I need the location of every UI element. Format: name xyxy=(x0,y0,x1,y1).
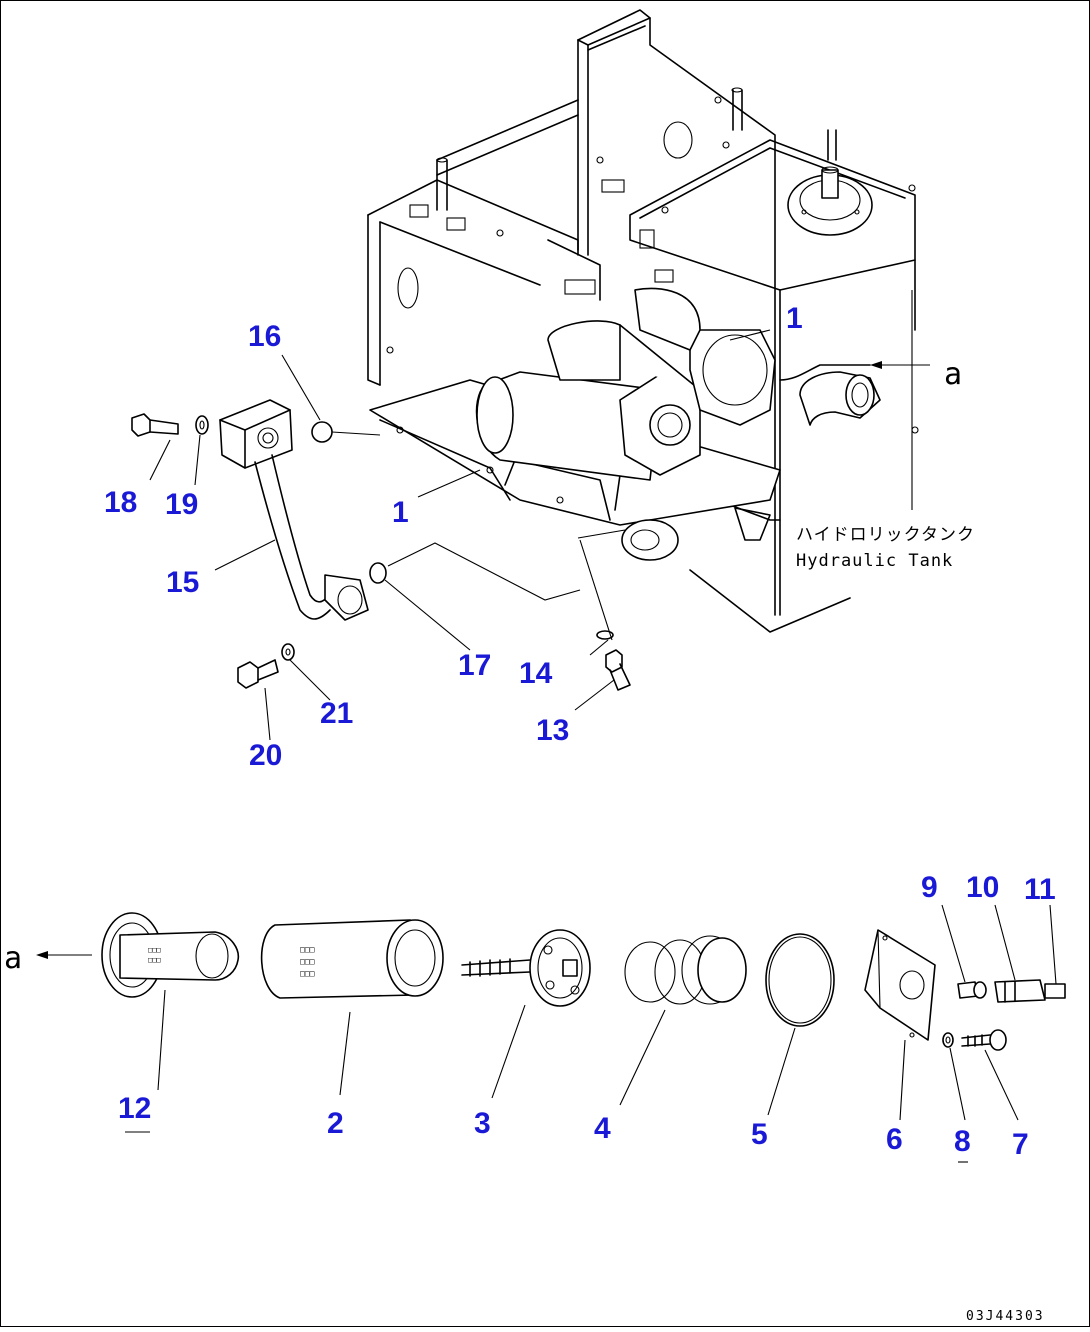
leader-lines-bottom xyxy=(36,904,1057,1163)
part-8-washer xyxy=(942,1032,954,1048)
pipe-15 xyxy=(219,399,369,621)
bolt-20 xyxy=(237,659,279,689)
part-9-plug xyxy=(957,981,987,999)
callout-19: 19 xyxy=(165,488,198,521)
callout-11: 11 xyxy=(1024,873,1056,906)
callout-1-upper: 1 xyxy=(786,302,803,335)
part-6-cover xyxy=(864,929,936,1041)
part-5-o-ring xyxy=(765,933,835,1027)
svg-text:□□□: □□□ xyxy=(148,946,161,954)
svg-text:□□□: □□□ xyxy=(300,969,315,978)
washer-21 xyxy=(281,643,295,661)
callout-1-lower: 1 xyxy=(392,496,409,529)
callout-21: 21 xyxy=(320,697,353,730)
washer-14 xyxy=(596,630,614,640)
callout-9: 9 xyxy=(921,871,938,904)
part-2-filter-element: □□□ □□□ □□□ xyxy=(260,919,444,999)
o-ring-16 xyxy=(311,421,333,443)
washer-19 xyxy=(195,415,209,435)
callout-15: 15 xyxy=(166,566,199,599)
callout-labels: 1 1 16 18 19 15 17 14 13 21 20 9 10 11 1… xyxy=(104,302,1056,1161)
part-7-bolt xyxy=(961,1029,1007,1051)
part-11-connector xyxy=(1044,983,1066,999)
filter-housing xyxy=(475,287,776,481)
o-ring-17 xyxy=(369,562,387,584)
callout-20: 20 xyxy=(249,739,282,772)
part-12-element-case: □□□ □□□ xyxy=(101,912,240,998)
svg-text:□□□: □□□ xyxy=(148,956,161,964)
callout-16: 16 xyxy=(248,320,281,353)
callout-14: 14 xyxy=(519,657,553,690)
callout-17: 17 xyxy=(458,649,491,682)
callout-5: 5 xyxy=(751,1118,768,1151)
callout-3: 3 xyxy=(474,1107,491,1140)
tank-label-english: Hydraulic Tank xyxy=(796,551,953,571)
callout-18: 18 xyxy=(104,486,137,519)
elbow-fitting xyxy=(779,364,881,426)
callout-10: 10 xyxy=(966,871,999,904)
callout-6: 6 xyxy=(886,1123,903,1156)
tank-label-japanese: ハイドロリックタンク xyxy=(796,525,975,545)
svg-text:□□□: □□□ xyxy=(300,945,315,954)
reference-a-top: a xyxy=(944,357,962,392)
reference-a-bottom: a xyxy=(4,941,22,976)
callout-4: 4 xyxy=(594,1112,611,1145)
bolt-18 xyxy=(131,413,179,437)
bolt-13 xyxy=(605,649,631,691)
part-4-spring xyxy=(624,935,747,1005)
callout-12: 12 xyxy=(118,1092,151,1125)
callout-2: 2 xyxy=(327,1107,344,1140)
svg-text:□□□: □□□ xyxy=(300,957,315,966)
part-3-valve xyxy=(461,929,591,1007)
hydraulic-tank xyxy=(367,9,919,633)
part-10-sensor xyxy=(994,979,1046,1003)
drawing-number: 03J44303 xyxy=(966,1309,1045,1324)
leader-lines-top xyxy=(149,290,930,741)
port-cap xyxy=(621,519,679,561)
callout-8: 8 xyxy=(954,1125,971,1158)
callout-13: 13 xyxy=(536,714,569,747)
callout-7: 7 xyxy=(1012,1128,1029,1161)
